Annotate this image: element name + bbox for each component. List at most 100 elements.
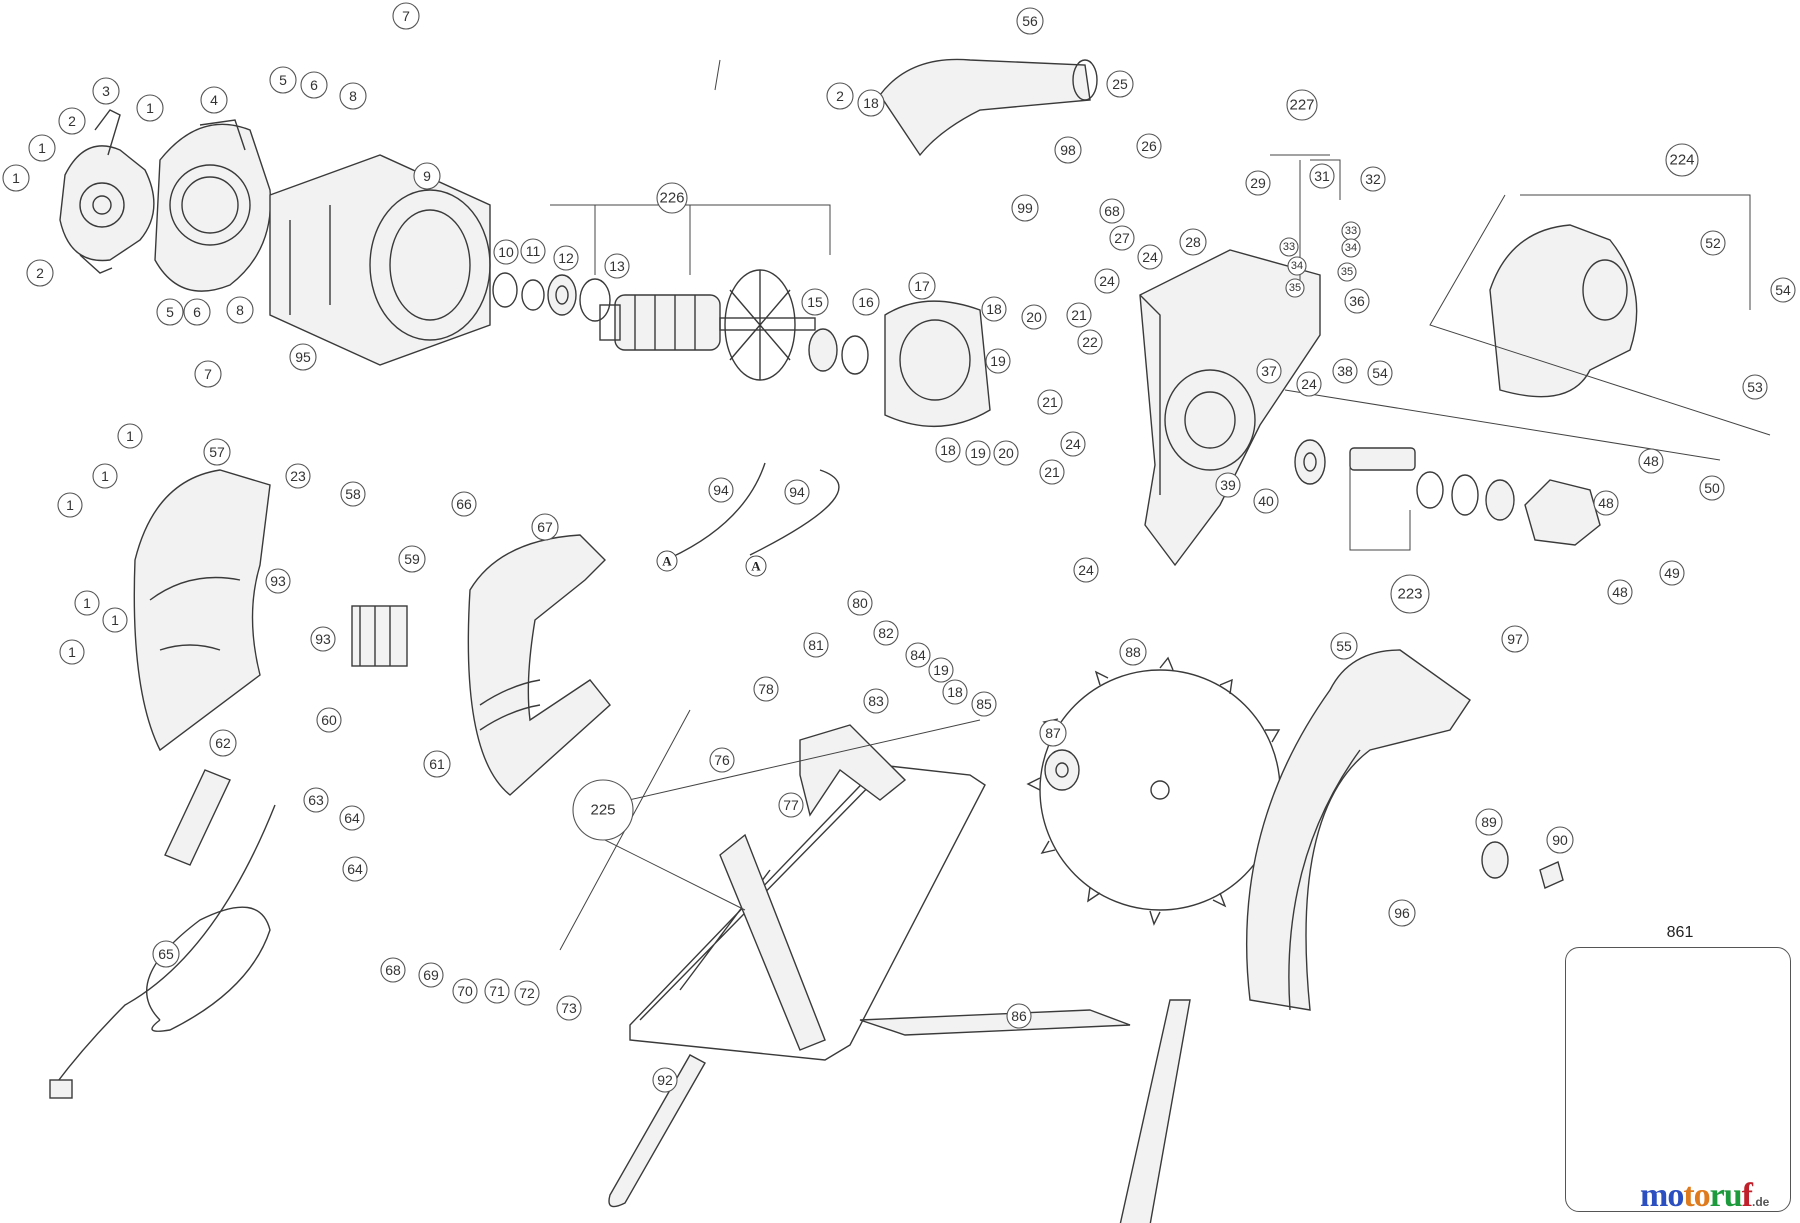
svg-text:1: 1	[146, 100, 154, 116]
svg-text:22: 22	[1082, 334, 1098, 350]
callout-59: 59	[398, 545, 426, 573]
callout-70: 70	[452, 978, 478, 1004]
svg-text:21: 21	[1044, 464, 1060, 480]
blade-washer-part	[1044, 749, 1080, 791]
svg-text:19: 19	[990, 353, 1006, 369]
callout-93-a: 93	[265, 568, 291, 594]
gear-housing-part	[1139, 249, 1321, 567]
callout-1-e: 1	[92, 463, 118, 489]
callout-80: 80	[847, 590, 873, 616]
callout-24-a: 24	[1060, 431, 1086, 457]
watermark-part-4: f	[1741, 1177, 1753, 1214]
svg-text:94: 94	[713, 482, 729, 498]
callouts-bottom-left: 57 1 1 1 1 1 1 23 58 93 93 59 60 62 61 6…	[57, 423, 810, 968]
watermark-logo: motoruf.de	[1640, 1177, 1769, 1215]
callout-88: 88	[1119, 638, 1147, 666]
callout-48-a: 48	[1638, 448, 1664, 474]
svg-text:93: 93	[315, 631, 331, 647]
callout-98: 98	[1054, 136, 1082, 164]
callout-6-b: 6	[183, 298, 211, 326]
callout-35-a: 35	[1285, 278, 1305, 298]
callout-8-a: 8	[339, 82, 367, 110]
callout-97: 97	[1501, 625, 1529, 653]
handle-half-left-part	[133, 469, 271, 752]
callout-223: 223	[1390, 574, 1430, 614]
callout-18-b: 18	[981, 296, 1007, 322]
callout-64-a: 64	[339, 805, 365, 831]
callout-27: 27	[1109, 225, 1135, 251]
callout-40: 40	[1253, 488, 1279, 514]
svg-text:58: 58	[345, 486, 361, 502]
svg-text:13: 13	[609, 258, 625, 274]
svg-text:2: 2	[36, 265, 44, 281]
callout-53: 53	[1742, 374, 1768, 400]
callout-48-c: 48	[1607, 579, 1633, 605]
armature-part	[599, 269, 816, 381]
callout-62: 62	[209, 729, 237, 757]
callout-38: 38	[1332, 358, 1358, 384]
svg-text:1: 1	[83, 595, 91, 611]
field-stator-part	[884, 300, 991, 428]
callout-13: 13	[604, 253, 630, 279]
svg-text:68: 68	[385, 962, 401, 978]
callout-1-h: 1	[102, 607, 128, 633]
svg-text:69: 69	[423, 967, 439, 983]
svg-text:49: 49	[1664, 565, 1680, 581]
callout-90: 90	[1546, 826, 1574, 854]
callout-35-b: 35	[1337, 262, 1357, 282]
svg-text:87: 87	[1045, 725, 1061, 741]
svg-text:34: 34	[1345, 242, 1357, 254]
carrying-case-label: 861	[1666, 924, 1694, 941]
callout-33-a: 33	[1279, 237, 1299, 257]
callout-21-b: 21	[1037, 389, 1063, 415]
svg-text:39: 39	[1220, 477, 1236, 493]
svg-text:96: 96	[1394, 905, 1410, 921]
svg-text:48: 48	[1598, 495, 1614, 511]
watermark-part-1: mo	[1640, 1177, 1684, 1214]
callout-32: 32	[1360, 166, 1386, 192]
callout-23: 23	[285, 463, 311, 489]
svg-text:35: 35	[1289, 282, 1301, 294]
washer-set-part	[492, 272, 869, 375]
callout-73: 73	[556, 995, 582, 1021]
callout-25: 25	[1106, 70, 1134, 98]
svg-text:62: 62	[215, 735, 231, 751]
callout-24-c: 24	[1137, 244, 1163, 270]
callout-29: 29	[1245, 170, 1271, 196]
carrying-case-box	[1565, 947, 1791, 1212]
callout-1-g: 1	[74, 590, 100, 616]
callout-84: 84	[905, 642, 931, 668]
callout-227: 227	[1286, 89, 1318, 121]
callout-37: 37	[1256, 358, 1282, 384]
svg-text:21: 21	[1042, 394, 1058, 410]
svg-text:35: 35	[1341, 266, 1353, 278]
svg-text:18: 18	[947, 684, 963, 700]
svg-text:29: 29	[1250, 175, 1266, 191]
callout-94-b: 94	[784, 479, 810, 505]
callout-55: 55	[1330, 632, 1358, 660]
callout-1-a: 1	[136, 94, 164, 122]
strain-relief-part	[164, 769, 231, 866]
callout-20-b: 20	[993, 440, 1019, 466]
outer-flange-part	[1481, 841, 1564, 889]
lever-part	[608, 1054, 706, 1208]
callout-15: 15	[801, 288, 829, 316]
svg-text:18: 18	[986, 301, 1002, 317]
callout-19-b: 19	[965, 440, 991, 466]
callout-95: 95	[289, 343, 317, 371]
callout-1-i: 1	[59, 639, 85, 665]
callout-76: 76	[709, 747, 735, 773]
svg-text:18: 18	[863, 95, 879, 111]
callout-2-b: 2	[26, 259, 54, 287]
callout-54-b: 54	[1770, 277, 1796, 303]
svg-text:56: 56	[1022, 13, 1038, 29]
callout-78: 78	[753, 676, 779, 702]
svg-text:99: 99	[1017, 200, 1033, 216]
callout-67: 67	[531, 513, 559, 541]
svg-text:4: 4	[210, 92, 218, 108]
callout-9: 9	[413, 162, 441, 190]
svg-text:57: 57	[209, 444, 225, 460]
svg-text:7: 7	[402, 8, 410, 24]
callout-7-b: 7	[194, 360, 222, 388]
